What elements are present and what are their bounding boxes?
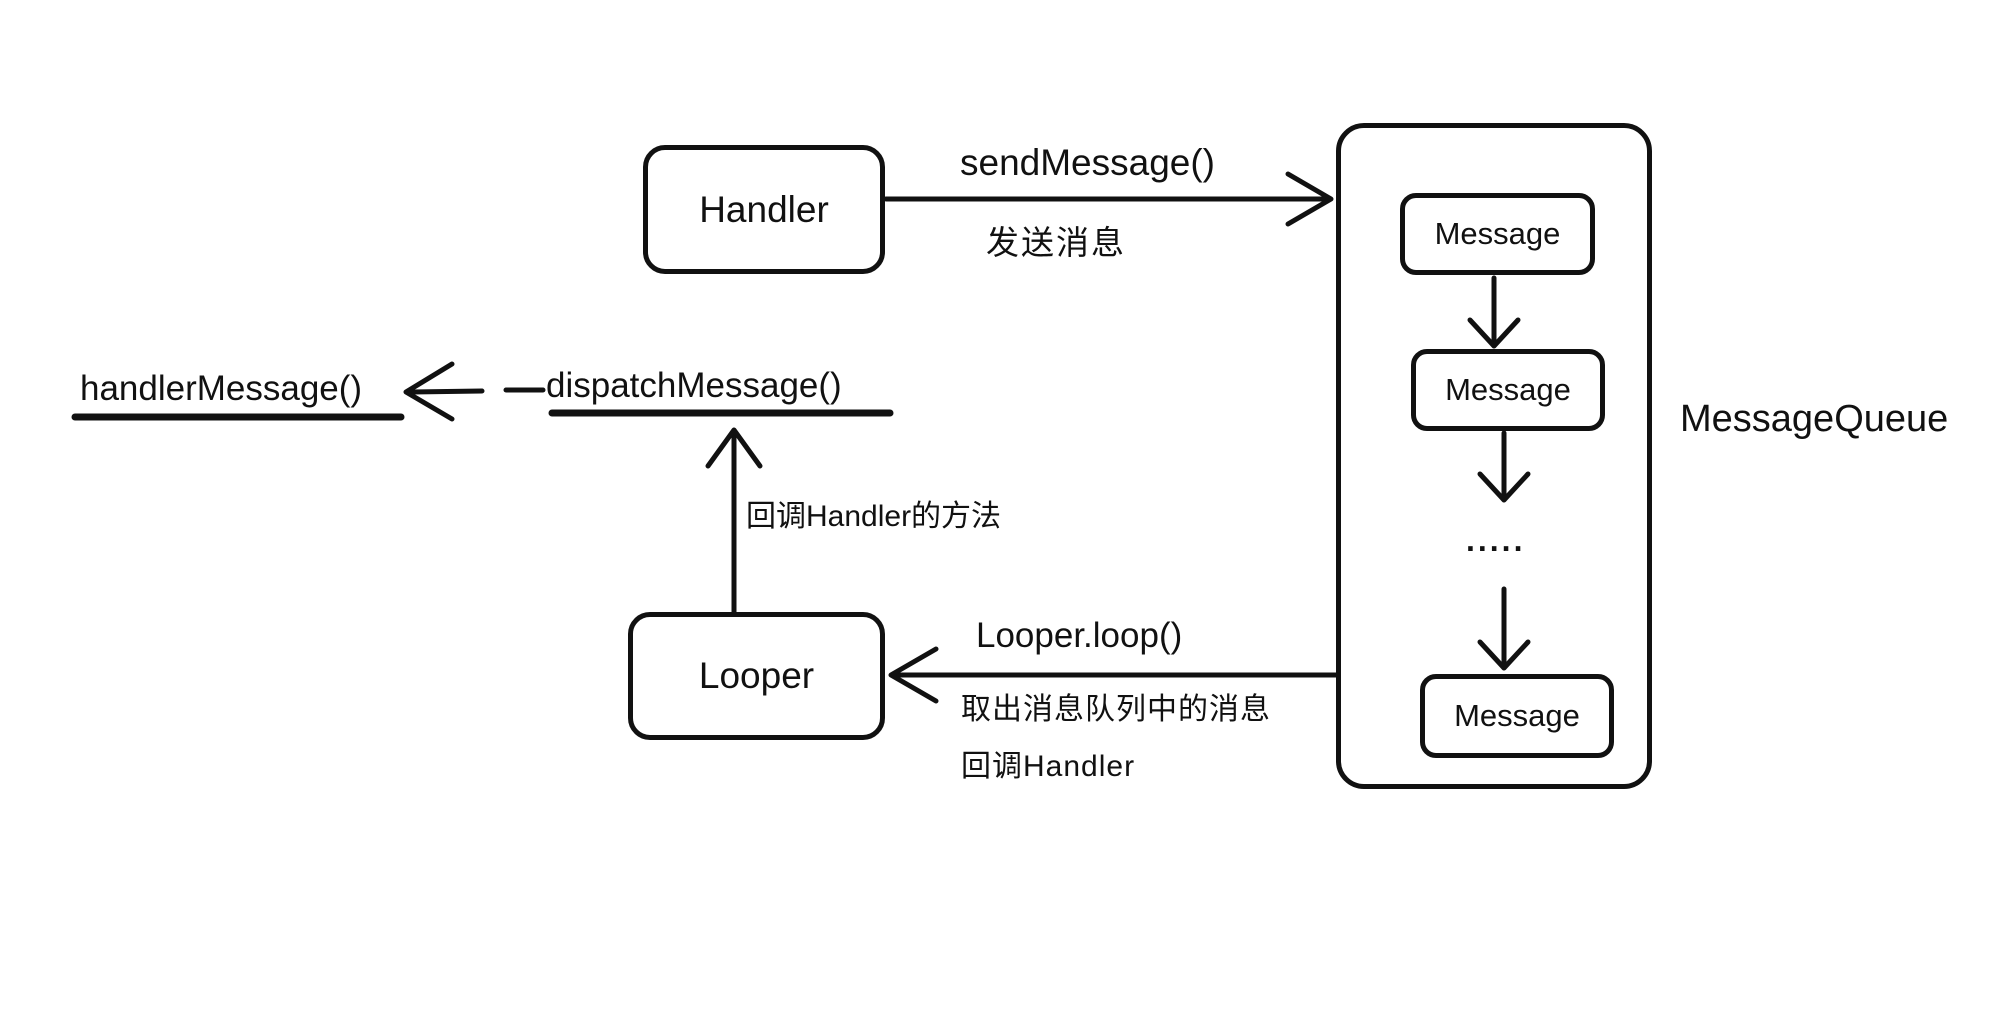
message-queue-label: MessageQueue <box>1680 398 1949 440</box>
message-node-1: Message <box>1400 193 1595 275</box>
message-node-3-label: Message <box>1454 698 1580 733</box>
queue-arrow-3 <box>1477 586 1531 671</box>
send-message-label: sendMessage() <box>960 142 1216 183</box>
message-node-2-label: Message <box>1445 372 1571 407</box>
dispatch-to-handle-arrow <box>403 361 546 422</box>
looper-loop-arrow <box>888 646 1339 704</box>
send-message-arrow <box>883 171 1334 227</box>
handler-node-label: Handler <box>699 188 829 230</box>
handler-node: Handler <box>643 145 885 274</box>
looper-loop-label: Looper.loop() <box>976 616 1183 655</box>
message-node-3: Message <box>1420 674 1614 758</box>
looper-node-label: Looper <box>698 655 815 696</box>
send-message-cn-label: 发送消息 <box>986 224 1126 261</box>
message-node-2: Message <box>1411 349 1605 431</box>
callback-handler-cn-label: 回调Handler <box>961 750 1136 783</box>
message-node-1-label: Message <box>1434 216 1561 251</box>
take-message-cn-label: 取出消息队列中的消息 <box>961 693 1271 726</box>
dispatch-message-label: dispatchMessage() <box>546 366 842 405</box>
handler-message-label: handlerMessage() <box>80 369 363 408</box>
looper-node: Looper <box>628 612 885 740</box>
message-queue-container <box>1336 123 1652 789</box>
queue-ellipsis: ..... <box>1466 522 1526 558</box>
callback-arrow <box>705 427 763 615</box>
queue-arrow-2 <box>1477 430 1531 503</box>
callback-method-cn-label: 回调Handler的方法 <box>746 500 1002 533</box>
queue-arrow-1 <box>1467 275 1521 349</box>
